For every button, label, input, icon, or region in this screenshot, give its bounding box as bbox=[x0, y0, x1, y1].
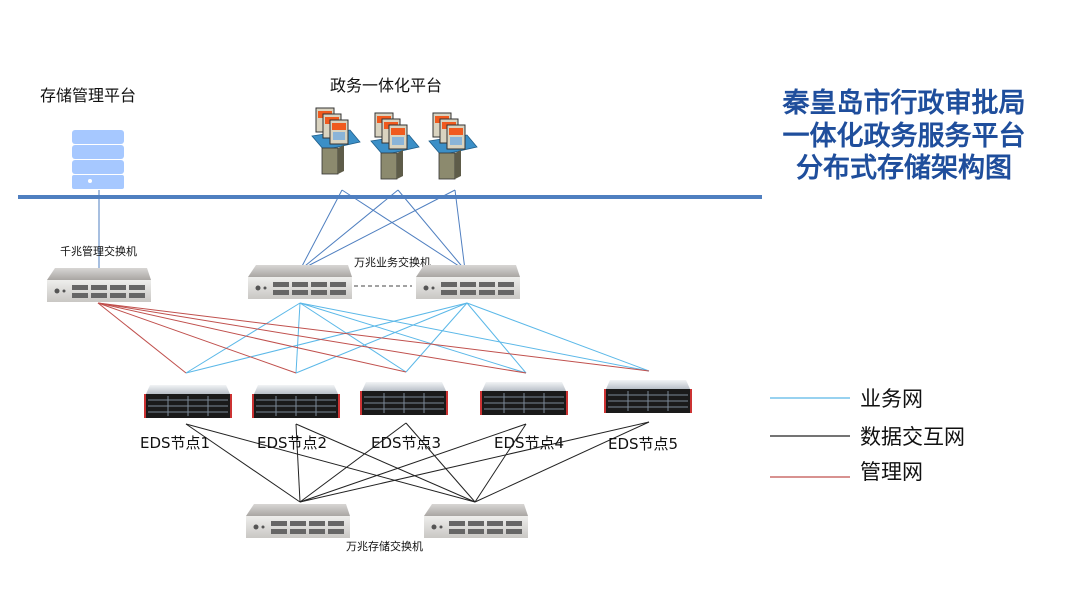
platform-link bbox=[341, 189, 466, 271]
business-network-link bbox=[466, 302, 527, 374]
platform-link bbox=[397, 189, 466, 271]
eds-node-label-2: EDS节点2 bbox=[257, 434, 327, 452]
mgmt-switch-label: 千兆管理交换机 bbox=[60, 244, 137, 258]
business-network-link bbox=[295, 302, 301, 374]
business-switch-label: 万兆业务交换机 bbox=[354, 255, 431, 269]
legend-label-mgmt: 管理网 bbox=[860, 460, 923, 484]
storage-switch-icon-2 bbox=[424, 504, 528, 538]
mgmt-switch-icon bbox=[47, 268, 151, 302]
platform-link bbox=[454, 189, 466, 271]
app-server-icon-2 bbox=[370, 112, 420, 180]
business-network-link bbox=[299, 302, 407, 373]
data-network-link bbox=[299, 421, 650, 503]
mgmt-network-link bbox=[97, 302, 407, 373]
mgmt-network-link bbox=[97, 302, 187, 374]
business-network-link bbox=[185, 302, 301, 374]
business-network-link bbox=[185, 302, 468, 374]
data-network-link bbox=[295, 423, 301, 503]
data-network-link bbox=[474, 421, 650, 503]
business-network-link bbox=[299, 302, 527, 374]
title-line-3: 分布式存储架构图 bbox=[796, 153, 1012, 184]
app-server-icon-3 bbox=[428, 112, 478, 180]
data-network-link bbox=[299, 423, 527, 503]
platform-link bbox=[299, 189, 456, 271]
business-switch-icon-2 bbox=[416, 265, 520, 299]
eds-node-label-5: EDS节点5 bbox=[608, 435, 678, 453]
title-line-1: 秦皇岛市行政审批局 bbox=[782, 87, 1026, 119]
eds-node-icon-1 bbox=[143, 384, 233, 419]
gov-platform-label: 政务一体化平台 bbox=[330, 76, 442, 95]
data-network-link bbox=[185, 423, 476, 503]
mgmt-network-link bbox=[97, 302, 650, 372]
eds-node-label-4: EDS节点4 bbox=[494, 434, 564, 452]
business-network-link bbox=[299, 302, 650, 372]
eds-node-icon-4 bbox=[479, 381, 569, 416]
eds-node-label-3: EDS节点3 bbox=[371, 434, 441, 452]
storage-mgmt-platform-label: 存储管理平台 bbox=[40, 86, 136, 105]
data-network-link bbox=[295, 423, 476, 503]
storage-switch-label: 万兆存储交换机 bbox=[346, 539, 423, 553]
eds-node-icon-5 bbox=[603, 379, 693, 414]
app-server-icon-1 bbox=[311, 107, 361, 175]
platform-link bbox=[299, 189, 343, 271]
legend-label-data: 数据交互网 bbox=[860, 425, 965, 449]
storage-mgmt-server-icon bbox=[72, 130, 124, 189]
eds-node-icon-3 bbox=[359, 381, 449, 416]
data-network-link bbox=[299, 422, 407, 503]
storage-switch-icon-1 bbox=[246, 504, 350, 538]
eds-node-label-1: EDS节点1 bbox=[140, 434, 210, 452]
business-switch-icon-1 bbox=[248, 265, 352, 299]
business-network-link bbox=[466, 302, 650, 372]
legend-label-business: 业务网 bbox=[860, 387, 923, 411]
data-network-link bbox=[474, 423, 527, 503]
business-network-link bbox=[405, 302, 468, 373]
connection-lines bbox=[97, 189, 650, 503]
mgmt-network-link bbox=[97, 302, 297, 374]
data-network-link bbox=[185, 423, 301, 503]
platform-link bbox=[299, 189, 399, 271]
mgmt-network-link bbox=[97, 302, 527, 374]
legend: 业务网 数据交互网 管理网 bbox=[770, 387, 965, 484]
data-network-link bbox=[405, 422, 476, 503]
title-line-2: 一体化政务服务平台 bbox=[783, 120, 1026, 152]
eds-node-icon-2 bbox=[251, 384, 341, 419]
